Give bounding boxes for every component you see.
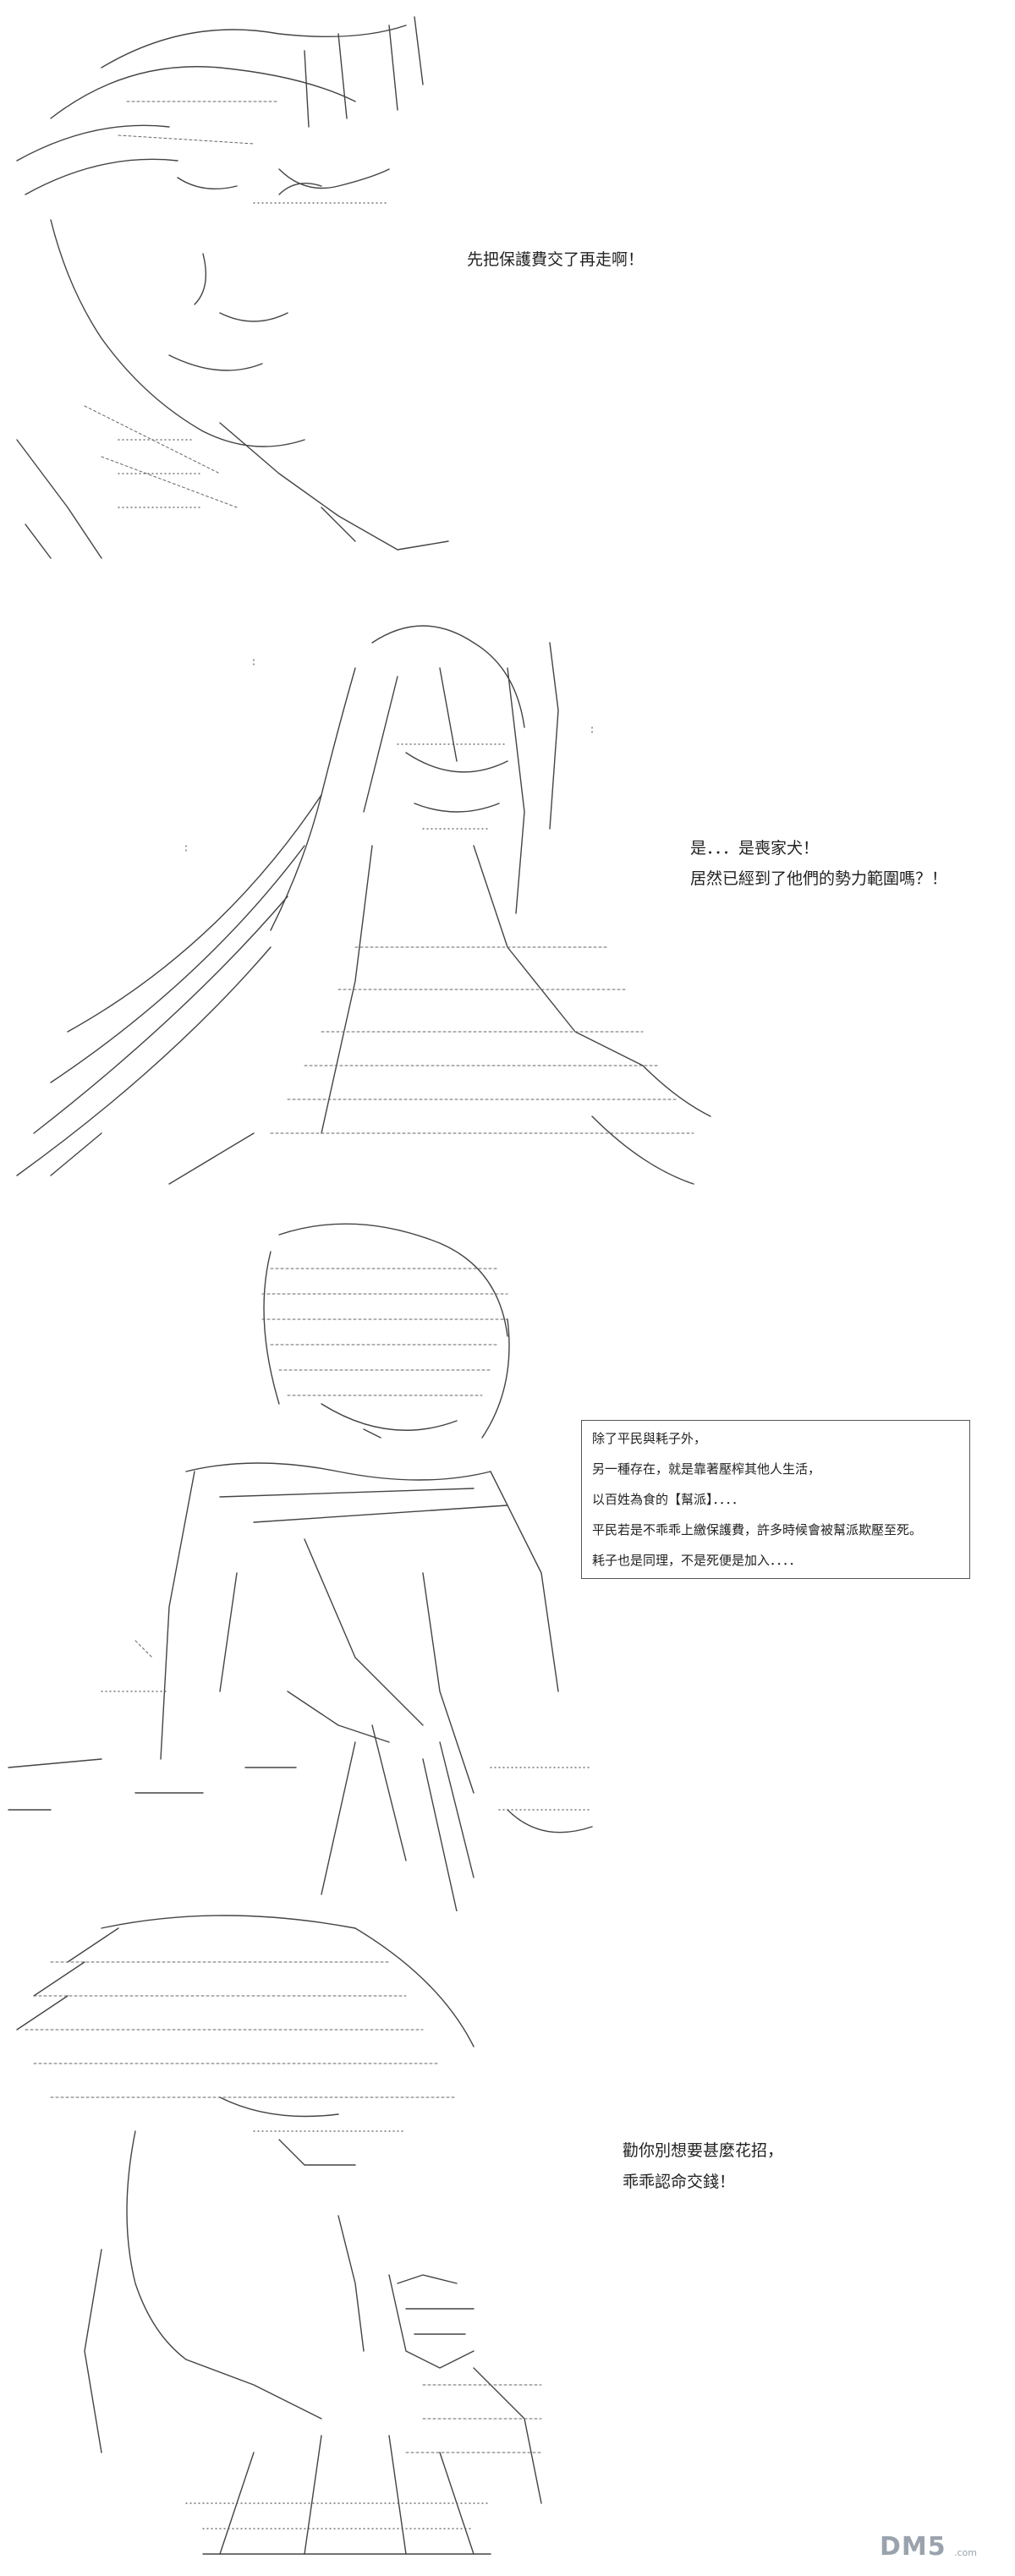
dialogue-line: 先把保護費交了再走啊！ [467, 250, 645, 269]
panel-3: 除了平民與耗子外， 另一種存在，就是靠著壓榨其他人生活， 以百姓為食的【幫派】．… [0, 1218, 1015, 1911]
watermark-logo: DM5 [880, 2532, 946, 2562]
watermark-domain: .com [954, 2547, 977, 2558]
dialogue-line: 居然已經到了他們的勢力範圍嗎？！ [690, 869, 948, 888]
panel-4: 勸你別想要甚麼花招， 乖乖認命交錢！ [0, 1911, 1015, 2576]
dialogue-line: 勸你別想要甚麼花招， [623, 2141, 784, 2160]
ascii-art-arms-crossed-figure [8, 1223, 593, 1911]
narration-line: 耗子也是同理，不是死便是加入．．．． [592, 1553, 802, 1568]
dialogue-line: 是．．．是喪家犬！ [690, 839, 820, 858]
narration-box: 除了平民與耗子外， 另一種存在，就是靠著壓榨其他人生活， 以百姓為食的【幫派】．… [581, 1420, 970, 1579]
narration-line: 除了平民與耗子外， [592, 1431, 707, 1446]
site-watermark: DM5 .com [880, 2530, 1007, 2564]
ascii-art-hooded-thug [16, 1915, 542, 2555]
ascii-art-thug-face [16, 16, 449, 559]
narration-line: 平民若是不乖乖上繳保護費，許多時候會被幫派欺壓至死。 [592, 1522, 923, 1537]
narration-line: 以百姓為食的【幫派】．．．． [592, 1492, 745, 1507]
dialogue-line: 乖乖認命交錢！ [623, 2173, 736, 2191]
narration-line: 另一種存在，就是靠著壓榨其他人生活， [592, 1461, 821, 1477]
ascii-art-scared-girl [16, 625, 711, 1185]
panel-2: 是．．．是喪家犬！ 居然已經到了他們的勢力範圍嗎？！ [0, 592, 1015, 1201]
panel-1: 先把保護費交了再走啊！ [0, 0, 1015, 575]
